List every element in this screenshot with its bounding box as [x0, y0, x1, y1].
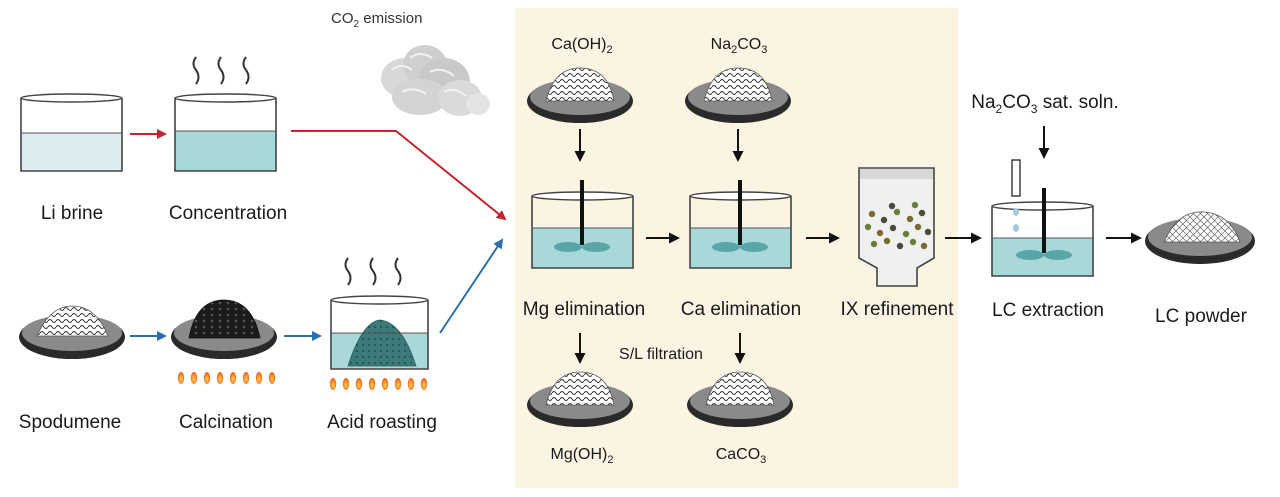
- flame-icon: [355, 378, 363, 390]
- caco3-dish: [687, 371, 793, 427]
- resin-bead: [870, 240, 878, 248]
- sl-filtration-label: S/L filtration: [619, 346, 703, 363]
- mg-elimination-reactor: [531, 180, 634, 269]
- flame-icon: [268, 372, 276, 384]
- flame-icon: [407, 378, 415, 390]
- concentration-beaker: [174, 56, 277, 172]
- flame-icon: [381, 378, 389, 390]
- flame-icon: [242, 372, 250, 384]
- stirrer-blade-icon: [554, 242, 582, 252]
- li-brine-label: Li brine: [40, 203, 104, 224]
- flame-icon: [420, 378, 428, 390]
- flame-icon: [329, 378, 337, 390]
- dropper-icon: [1011, 159, 1021, 197]
- flames-icon: [329, 378, 428, 390]
- na2co3-sat-soln-label: Na2CO3 sat. soln.: [971, 92, 1119, 116]
- resin-bead: [924, 228, 932, 236]
- arrow-acid-to-mg: [439, 238, 504, 334]
- caoh2-dish: [527, 67, 633, 123]
- flame-icon: [255, 372, 263, 384]
- steam-icon: [242, 56, 250, 85]
- caoh2-label: Ca(OH)2: [551, 36, 613, 57]
- na2co3-label: Na2CO3: [710, 36, 768, 57]
- resin-bead: [893, 208, 901, 216]
- flames-icon: [177, 372, 276, 384]
- co2-cloud-icon: [381, 45, 490, 116]
- concentration-label: Concentration: [168, 203, 288, 224]
- resin-bead: [868, 210, 876, 218]
- steam-icon: [344, 257, 352, 286]
- resin-bead: [918, 209, 926, 217]
- ion-exchange-beads-icon: [864, 201, 932, 250]
- flame-icon: [203, 372, 211, 384]
- resin-bead: [864, 223, 872, 231]
- resin-bead: [876, 229, 884, 237]
- flame-icon: [229, 372, 237, 384]
- lc-extraction-label: LC extraction: [992, 300, 1104, 321]
- li-brine-beaker: [20, 93, 123, 172]
- ca-elimination-label: Ca elimination: [680, 299, 802, 320]
- caco3-label: CaCO3: [715, 446, 767, 467]
- mgoh2-dish: [527, 371, 633, 427]
- resin-bead: [880, 216, 888, 224]
- resin-bead: [902, 230, 910, 238]
- spodumene-label: Spodumene: [18, 412, 122, 433]
- steam-icon: [192, 56, 200, 85]
- calcination-dish: [171, 299, 277, 359]
- resin-bead: [906, 215, 914, 223]
- steam-icon: [394, 257, 402, 286]
- lc-powder-label: LC powder: [1155, 306, 1247, 327]
- arrow-concentration-to-mg: [291, 130, 507, 221]
- na2co3-dish: [685, 67, 791, 123]
- lc-powder-dish: [1145, 211, 1255, 264]
- resin-bead: [920, 242, 928, 250]
- ix-refinement-label: IX refinement: [840, 299, 954, 320]
- stirrer-blade-icon: [1016, 250, 1044, 260]
- spodumene-dish: [19, 305, 125, 359]
- steam-icon: [369, 257, 377, 286]
- flame-icon: [216, 372, 224, 384]
- resin-bead: [909, 238, 917, 246]
- flame-icon: [368, 378, 376, 390]
- flame-icon: [190, 372, 198, 384]
- acid-roasting-beaker: [330, 257, 429, 370]
- flame-icon: [177, 372, 185, 384]
- flame-icon: [342, 378, 350, 390]
- ix-column: [858, 167, 935, 287]
- resin-bead: [883, 237, 891, 245]
- resin-bead: [888, 202, 896, 210]
- mg-elimination-label: Mg elimination: [522, 299, 646, 320]
- resin-bead: [889, 224, 897, 232]
- acid-roasting-label: Acid roasting: [327, 412, 437, 433]
- co2-emission-label: CO2 emission: [331, 10, 423, 30]
- calcination-label: Calcination: [179, 412, 273, 433]
- lc-extraction-reactor: [991, 159, 1094, 277]
- mgoh2-label: Mg(OH)2: [550, 446, 614, 467]
- resin-bead: [911, 201, 919, 209]
- resin-bead: [896, 242, 904, 250]
- stirrer-blade-icon: [712, 242, 740, 252]
- flame-icon: [394, 378, 402, 390]
- ca-elimination-reactor: [689, 180, 792, 269]
- resin-bead: [914, 223, 922, 231]
- steam-icon: [217, 56, 225, 85]
